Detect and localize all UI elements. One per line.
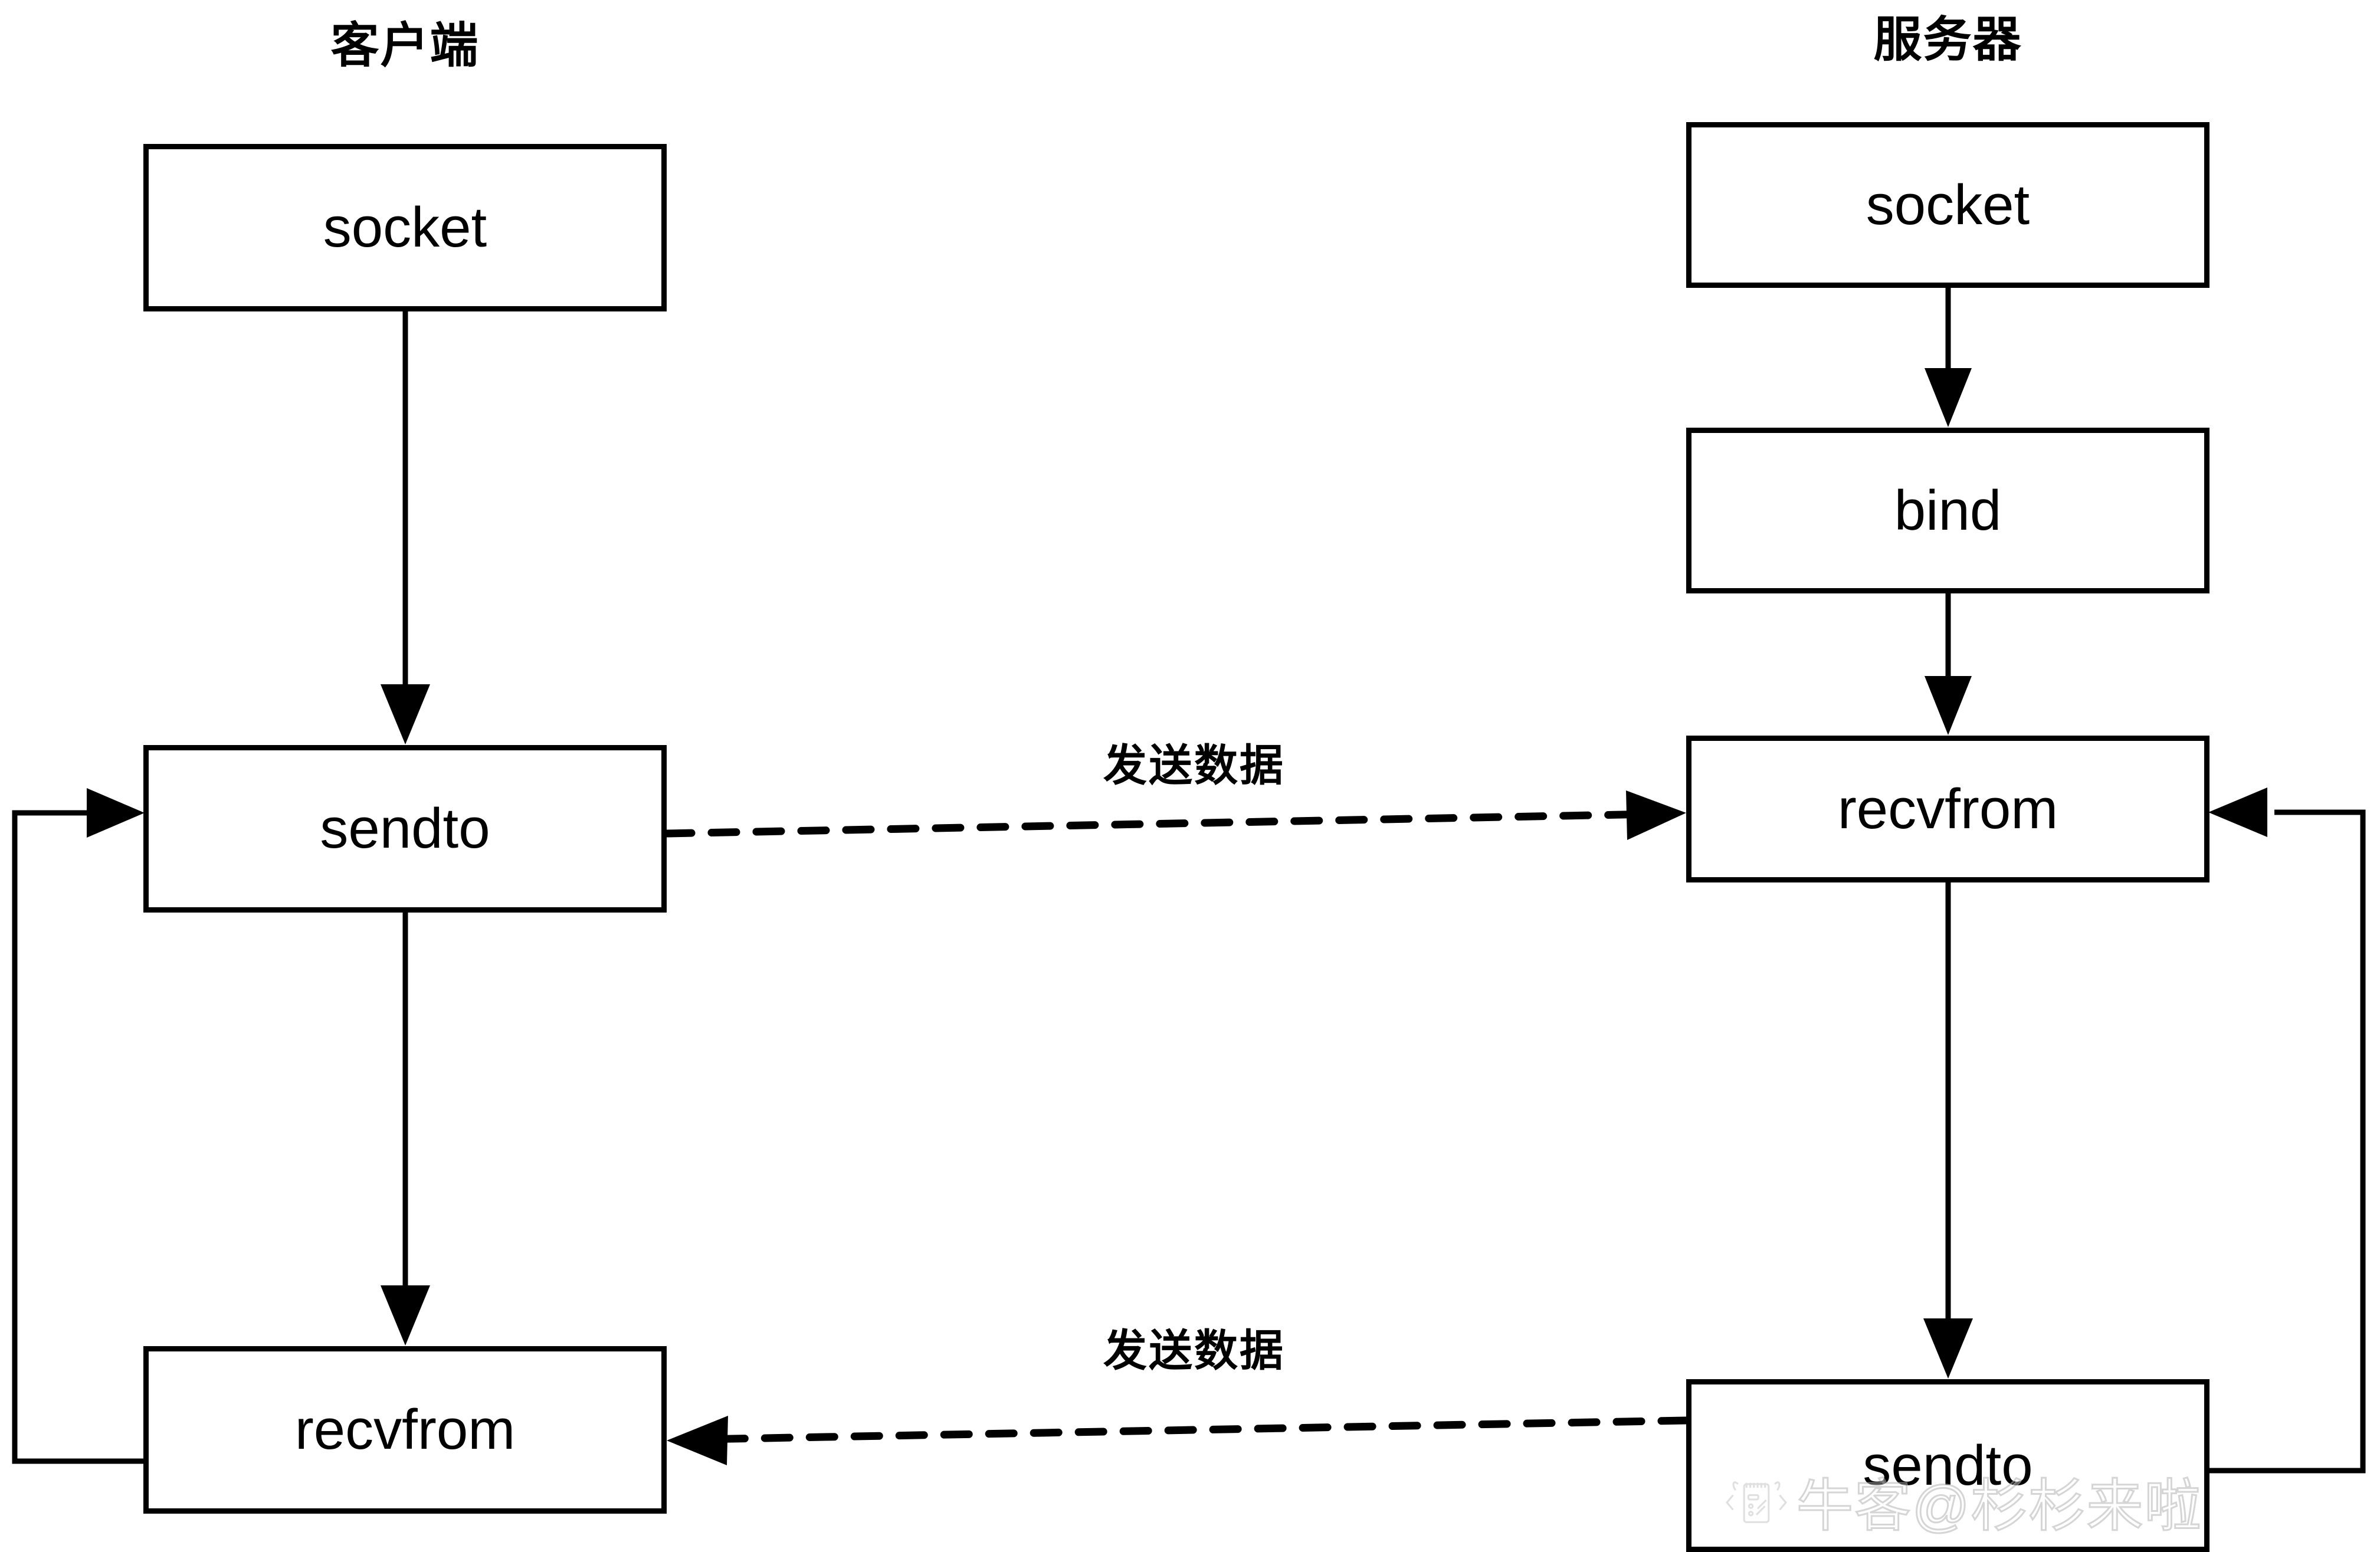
node-server-recvfrom[interactable]: recvfrom <box>1686 736 2209 882</box>
edge-server-bind-to-recvfrom <box>1925 593 1972 735</box>
node-client-socket[interactable]: socket <box>143 144 667 311</box>
node-server-bind[interactable]: bind <box>1686 428 2209 593</box>
edge-dashed-server-sendto-to-client-recvfrom <box>667 1416 1690 1465</box>
edge-dashed-client-sendto-to-server-recvfrom <box>663 790 1686 840</box>
edge-label-send-data-top: 发送数据 <box>1103 741 1285 790</box>
node-server-sendto[interactable]: sendto <box>1686 1379 2209 1552</box>
edge-client-socket-to-sendto <box>381 311 430 744</box>
edge-client-sendto-to-recvfrom <box>381 913 430 1346</box>
edge-server-loop-sendto-to-recvfrom <box>2208 788 2366 1474</box>
node-server-socket[interactable]: socket <box>1686 122 2209 288</box>
edge-server-recvfrom-to-sendto <box>1923 882 1973 1379</box>
edge-client-loop-recvfrom-to-sendto <box>12 788 145 1464</box>
column-title-client: 客户端 <box>330 19 480 73</box>
column-title-server: 服务器 <box>1873 13 2022 67</box>
node-client-sendto[interactable]: sendto <box>143 745 667 913</box>
edge-label-send-data-bottom: 发送数据 <box>1103 1326 1285 1375</box>
node-client-recvfrom[interactable]: recvfrom <box>143 1346 667 1514</box>
edge-server-socket-to-bind <box>1925 288 1972 427</box>
